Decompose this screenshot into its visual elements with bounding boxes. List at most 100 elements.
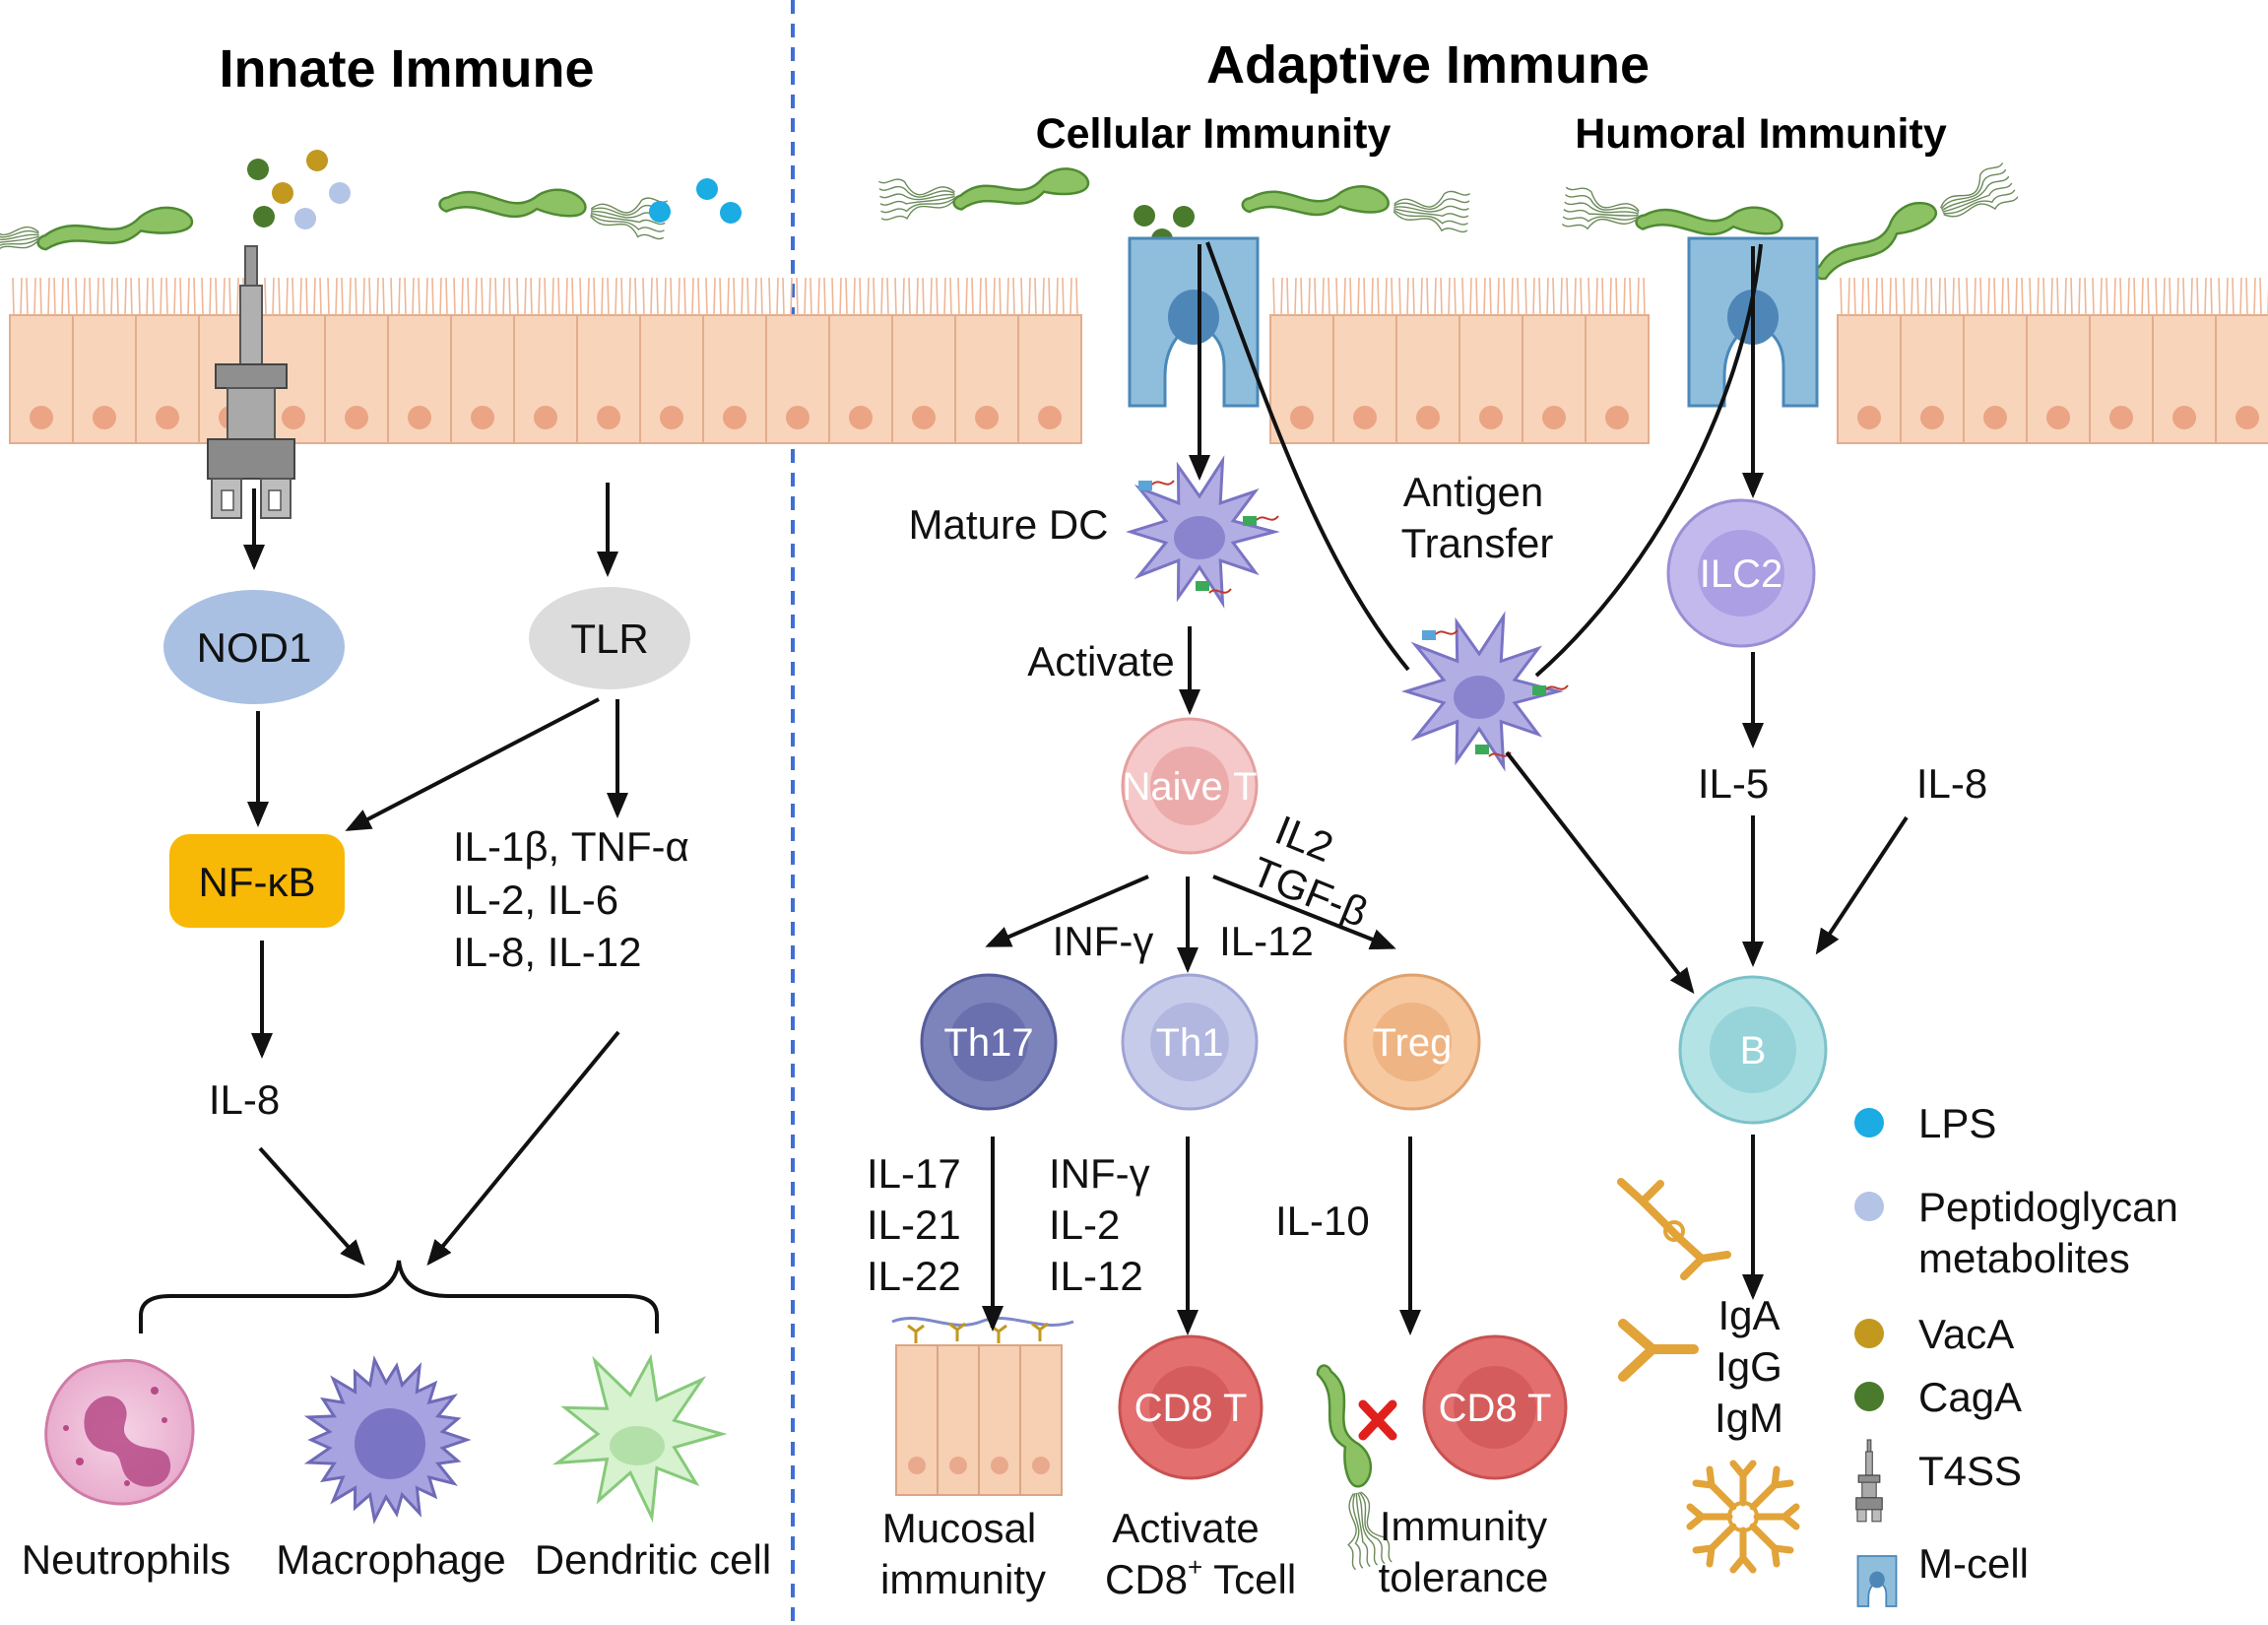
nfkb-node [169, 834, 345, 928]
igg-label: IgG [1716, 1343, 1782, 1390]
mucosal-epithelium-icon [891, 1317, 1074, 1496]
activate-cd8-label-1: Activate [1112, 1505, 1259, 1551]
legend-peptidoglycan-label-2: metabolites [1918, 1235, 2130, 1281]
epithelial-nucleus [2236, 406, 2259, 429]
innate-cells-brace [139, 1260, 659, 1333]
mucosal-label-2: immunity [880, 1556, 1046, 1602]
peptidoglycan-dot [329, 182, 351, 204]
epithelial-nucleus [345, 406, 368, 429]
epithelial-nucleus [2109, 406, 2133, 429]
ilc2-cell [1666, 498, 1816, 648]
nfkb-label: NF-κB [199, 859, 316, 905]
il12-label: IL-12 [1219, 918, 1314, 964]
epithelial-nucleus [156, 406, 179, 429]
epithelial-nucleus [723, 406, 746, 429]
epithelial-nucleus [1353, 406, 1377, 429]
cd8-tolerant-label: CD8 T [1439, 1387, 1552, 1430]
cd8-superscript: + [1188, 1552, 1202, 1582]
epithelial-nucleus [93, 406, 116, 429]
legend-vaca-label: VacA [1918, 1311, 2014, 1357]
molecules [247, 150, 1195, 250]
th1-cytokine-1: INF-γ [1049, 1150, 1150, 1197]
il5-label: IL-5 [1698, 760, 1769, 807]
epithelial-nucleus [2046, 406, 2070, 429]
naive-t-cell [1121, 717, 1259, 855]
il8-innate-label: IL-8 [209, 1076, 280, 1123]
legend-lps-label: LPS [1918, 1100, 1996, 1146]
h-pylori-bacterium [1561, 186, 1783, 236]
antigen-transfer-dc [1400, 611, 1569, 772]
adaptive-heading: Adaptive Immune [1206, 35, 1650, 95]
epithelial-layer [9, 277, 2268, 444]
legend-caga-swatch [1854, 1382, 1884, 1411]
arrow-cytokines-cells [426, 1030, 620, 1267]
th17-cytokine-3: IL-22 [867, 1253, 961, 1299]
caga-dot [1134, 205, 1155, 227]
h-pylori-bacterium [1814, 162, 2019, 281]
epithelial-nucleus [786, 406, 810, 429]
tlr-cytokine-line-2: IL-2, IL-6 [453, 877, 618, 923]
m-cell-icon [1128, 236, 1260, 408]
activate-cd8-label-2: CD8+ Tcell [1105, 1552, 1296, 1602]
naive-t-label: Naive T [1122, 765, 1257, 809]
epithelial-nucleus [1920, 406, 1944, 429]
cd8-text: CD8 [1105, 1556, 1188, 1602]
caga-dot [253, 206, 275, 228]
iga-label: IgA [1717, 1292, 1780, 1338]
th17-cytokine-2: IL-21 [867, 1202, 961, 1248]
legend-vaca-swatch [1854, 1319, 1884, 1348]
epithelial-nucleus [471, 406, 494, 429]
tlr-cytokine-line-1: IL-1β, TNF-α [453, 823, 689, 870]
cd8-active-label: CD8 T [1134, 1387, 1248, 1430]
tolerance-label-1: Immunity [1380, 1503, 1547, 1549]
tcell-text: Tcell [1202, 1556, 1296, 1602]
vaca-dot [272, 182, 293, 204]
h-pylori-bacterium [1316, 1364, 1393, 1571]
arrow-il8-cells [258, 1146, 365, 1266]
arrow-mcell-antigen-transfer [1205, 241, 1410, 672]
epithelial-nucleus [282, 406, 305, 429]
peptidoglycan-dot [294, 208, 316, 229]
th17-cell [920, 973, 1058, 1111]
epithelial-nucleus [1605, 406, 1629, 429]
ilc2-label: ILC2 [1700, 552, 1783, 596]
th1-cytokine-3: IL-12 [1049, 1253, 1143, 1299]
h-pylori-bacterium [878, 167, 1090, 221]
h-pylori-bacterium [1241, 185, 1470, 233]
epithelial-nucleus [1479, 406, 1503, 429]
t4ss-icon [207, 245, 295, 519]
cellular-heading: Cellular Immunity [1036, 110, 1392, 158]
th1-label: Th1 [1156, 1021, 1224, 1065]
th1-cytokine-2: IL-2 [1049, 1202, 1120, 1248]
antigen-transfer-label-1: Antigen [1403, 469, 1543, 515]
tlr-label: TLR [570, 616, 648, 662]
legend: LPS Peptidoglycan metabolites VacA CagA … [1854, 1100, 2178, 1607]
legend-lps-swatch [1854, 1108, 1884, 1138]
epithelial-nucleus [2172, 406, 2196, 429]
epithelial-nucleus [408, 406, 431, 429]
nod1-node [163, 590, 345, 704]
arrow-tlr-nfkb [345, 697, 600, 831]
dendritic-cell-label: Dendritic cell [535, 1536, 771, 1583]
th1-cell [1121, 973, 1259, 1111]
igm-label: IgM [1715, 1395, 1783, 1441]
macrophage-label: Macrophage [276, 1536, 505, 1583]
treg-label: Treg [1373, 1021, 1453, 1065]
b-label: B [1740, 1029, 1767, 1072]
mature-dc-cell [1125, 455, 1280, 609]
caga-dot [247, 159, 269, 180]
epithelial-nucleus [975, 406, 999, 429]
macrophage-cell [303, 1355, 472, 1525]
igg-antibody-icon [1618, 1319, 1699, 1382]
epithelial-nucleus [912, 406, 936, 429]
th17-label: Th17 [943, 1021, 1033, 1065]
infg-label: INF-γ [1053, 918, 1154, 964]
innate-heading: Innate Immune [219, 39, 594, 98]
bacteria-group [0, 162, 2019, 1571]
arrow-naive-treg [1212, 875, 1396, 950]
th17-cytokine-1: IL-17 [867, 1150, 961, 1197]
arrow-naive-th17 [985, 875, 1149, 947]
humoral-heading: Humoral Immunity [1575, 110, 1947, 158]
legend-caga-label: CagA [1918, 1374, 2022, 1420]
